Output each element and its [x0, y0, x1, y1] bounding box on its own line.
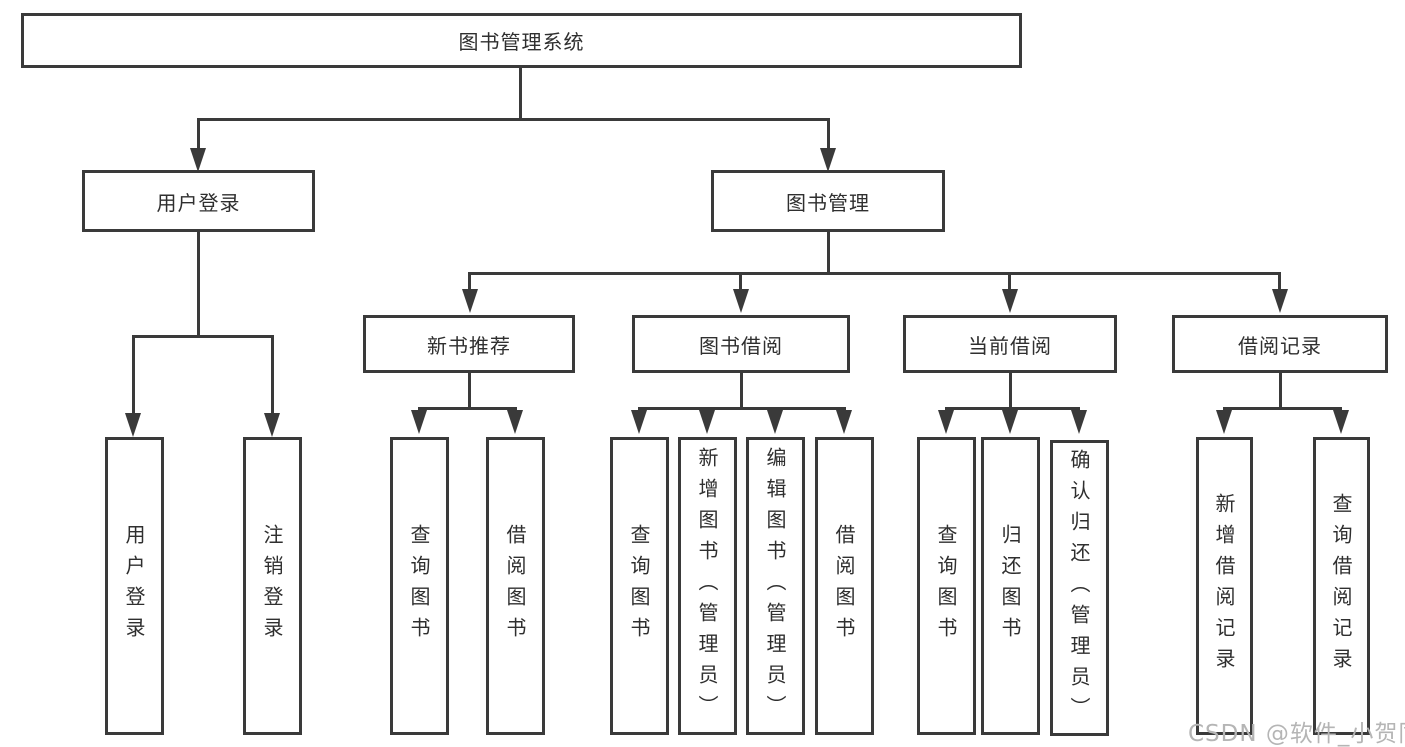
arrow-down-icon: [507, 410, 523, 434]
leaf-query-books-current: 查询图书: [917, 437, 976, 735]
leaf-user-login: 用户登录: [105, 437, 164, 735]
arrow-down-icon: [820, 148, 836, 172]
node-borrow-records: 借阅记录: [1172, 315, 1388, 373]
connector-line: [1009, 373, 1012, 407]
leaf-add-borrow-record: 新增借阅记录: [1196, 437, 1253, 735]
connector-line: [827, 118, 830, 150]
leaf-borrow-books-recommend: 借阅图书: [486, 437, 545, 735]
node-new-book-recommend: 新书推荐: [363, 315, 575, 373]
arrow-down-icon: [767, 410, 783, 434]
connector-line: [740, 373, 743, 407]
node-book-borrowing: 图书借阅: [632, 315, 850, 373]
connector-line: [271, 335, 274, 415]
arrow-down-icon: [1071, 410, 1087, 434]
connector-line: [197, 118, 830, 121]
arrow-down-icon: [1216, 410, 1232, 434]
arrow-down-icon: [938, 410, 954, 434]
arrow-down-icon: [836, 410, 852, 434]
arrow-down-icon: [631, 410, 647, 434]
connector-line: [945, 407, 1080, 410]
arrow-down-icon: [1002, 289, 1018, 313]
leaf-edit-books-admin: 编辑图书（管理员）: [746, 437, 805, 735]
connector-line: [1279, 373, 1282, 407]
arrow-down-icon: [125, 413, 141, 437]
connector-line: [1223, 407, 1342, 410]
connector-line: [132, 335, 273, 338]
node-library-system: 图书管理系统: [21, 13, 1022, 68]
connector-line: [1008, 272, 1011, 291]
node-current-borrowing: 当前借阅: [903, 315, 1117, 373]
csdn-watermark: CSDN @软件_小贺同学: [1188, 721, 1405, 747]
connector-line: [638, 407, 846, 410]
leaf-query-books-borrowing: 查询图书: [610, 437, 669, 735]
leaf-query-books-recommend: 查询图书: [390, 437, 449, 735]
connector-line: [197, 118, 200, 150]
arrow-down-icon: [462, 289, 478, 313]
connector-line: [468, 272, 471, 291]
arrow-down-icon: [264, 413, 280, 437]
connector-line: [418, 407, 517, 410]
arrow-down-icon: [411, 410, 427, 434]
leaf-query-borrow-record: 查询借阅记录: [1313, 437, 1370, 735]
leaf-return-books: 归还图书: [981, 437, 1040, 735]
arrow-down-icon: [190, 148, 206, 172]
arrow-down-icon: [699, 410, 715, 434]
connector-line: [132, 335, 135, 415]
leaf-logout: 注销登录: [243, 437, 302, 735]
leaf-borrow-books: 借阅图书: [815, 437, 874, 735]
connector-line: [519, 68, 522, 118]
arrow-down-icon: [1272, 289, 1288, 313]
connector-line: [468, 272, 1281, 275]
connector-line: [468, 373, 471, 407]
connector-line: [197, 232, 200, 335]
connector-line: [1278, 272, 1281, 291]
leaf-add-books-admin: 新增图书（管理员）: [678, 437, 737, 735]
arrow-down-icon: [1333, 410, 1349, 434]
arrow-down-icon: [1002, 410, 1018, 434]
leaf-confirm-return-admin: 确认归还（管理员）: [1050, 440, 1109, 736]
connector-line: [739, 272, 742, 291]
connector-line: [827, 232, 830, 272]
node-user-login: 用户登录: [82, 170, 315, 232]
arrow-down-icon: [733, 289, 749, 313]
node-book-management: 图书管理: [711, 170, 945, 232]
